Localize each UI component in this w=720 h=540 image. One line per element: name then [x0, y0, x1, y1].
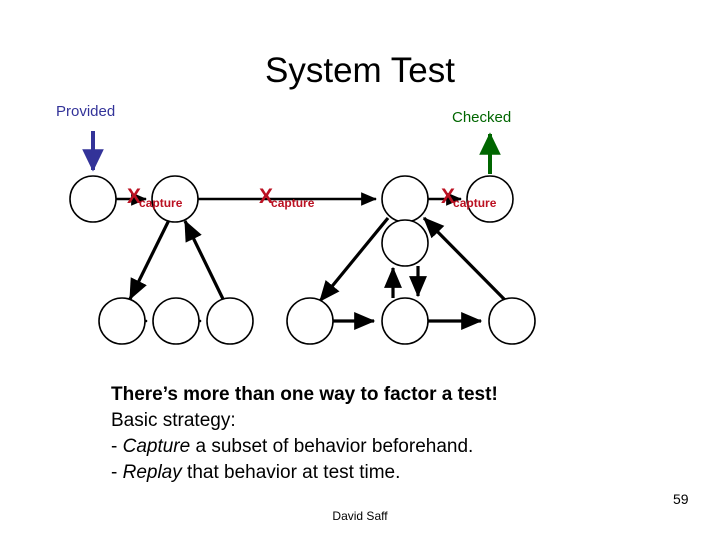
- body-line-3-emphasis: Capture: [122, 436, 191, 457]
- diagram-node: [466, 175, 514, 223]
- page-number: 59: [673, 491, 689, 507]
- capture-subscript: capture: [453, 196, 497, 210]
- diagram-nodes: [69, 175, 536, 345]
- diagram-node: [381, 297, 429, 345]
- body-line-4-dash: -: [111, 462, 123, 483]
- capture-x-glyph: X: [259, 185, 274, 208]
- diagram-edges-left: [116, 192, 225, 328]
- capture-subscript: capture: [139, 196, 183, 210]
- body-text-block: There’s more than one way to factor a te…: [111, 382, 671, 486]
- body-line-3-rest: a subset of behavior beforehand.: [190, 436, 474, 457]
- body-line-4-rest: that behavior at test time.: [181, 462, 401, 483]
- body-line-4: - Replay that behavior at test time.: [111, 460, 671, 486]
- diagram-node: [69, 175, 117, 223]
- footer-author: David Saff: [332, 509, 388, 523]
- capture-x-glyph: X: [127, 185, 142, 208]
- page-title: System Test: [265, 51, 455, 90]
- diagram-node: [98, 297, 146, 345]
- diagram-node: [381, 219, 429, 267]
- capture-label-3: Xcapture: [441, 185, 498, 210]
- provided-label: Provided: [56, 103, 116, 120]
- diagram-node: [151, 175, 199, 223]
- body-line-4-emphasis: Replay: [122, 462, 182, 483]
- diagram-node: [206, 297, 254, 345]
- diagram-node: [381, 175, 429, 223]
- diagram-node: [286, 297, 334, 345]
- diagram-edges-right: [318, 192, 507, 330]
- capture-x-glyph: X: [441, 185, 456, 208]
- diagram-node: [152, 297, 200, 345]
- body-line-1: There’s more than one way to factor a te…: [111, 384, 498, 405]
- diagram-node: [488, 297, 536, 345]
- capture-subscript: capture: [271, 196, 315, 210]
- checked-label: Checked: [452, 109, 512, 126]
- body-line-3: - Capture a subset of behavior beforehan…: [111, 434, 671, 460]
- body-line-2: Basic strategy:: [111, 410, 236, 431]
- capture-label-1: Xcapture: [127, 185, 184, 210]
- body-line-3-dash: -: [111, 436, 123, 457]
- capture-label-2: Xcapture: [259, 185, 316, 210]
